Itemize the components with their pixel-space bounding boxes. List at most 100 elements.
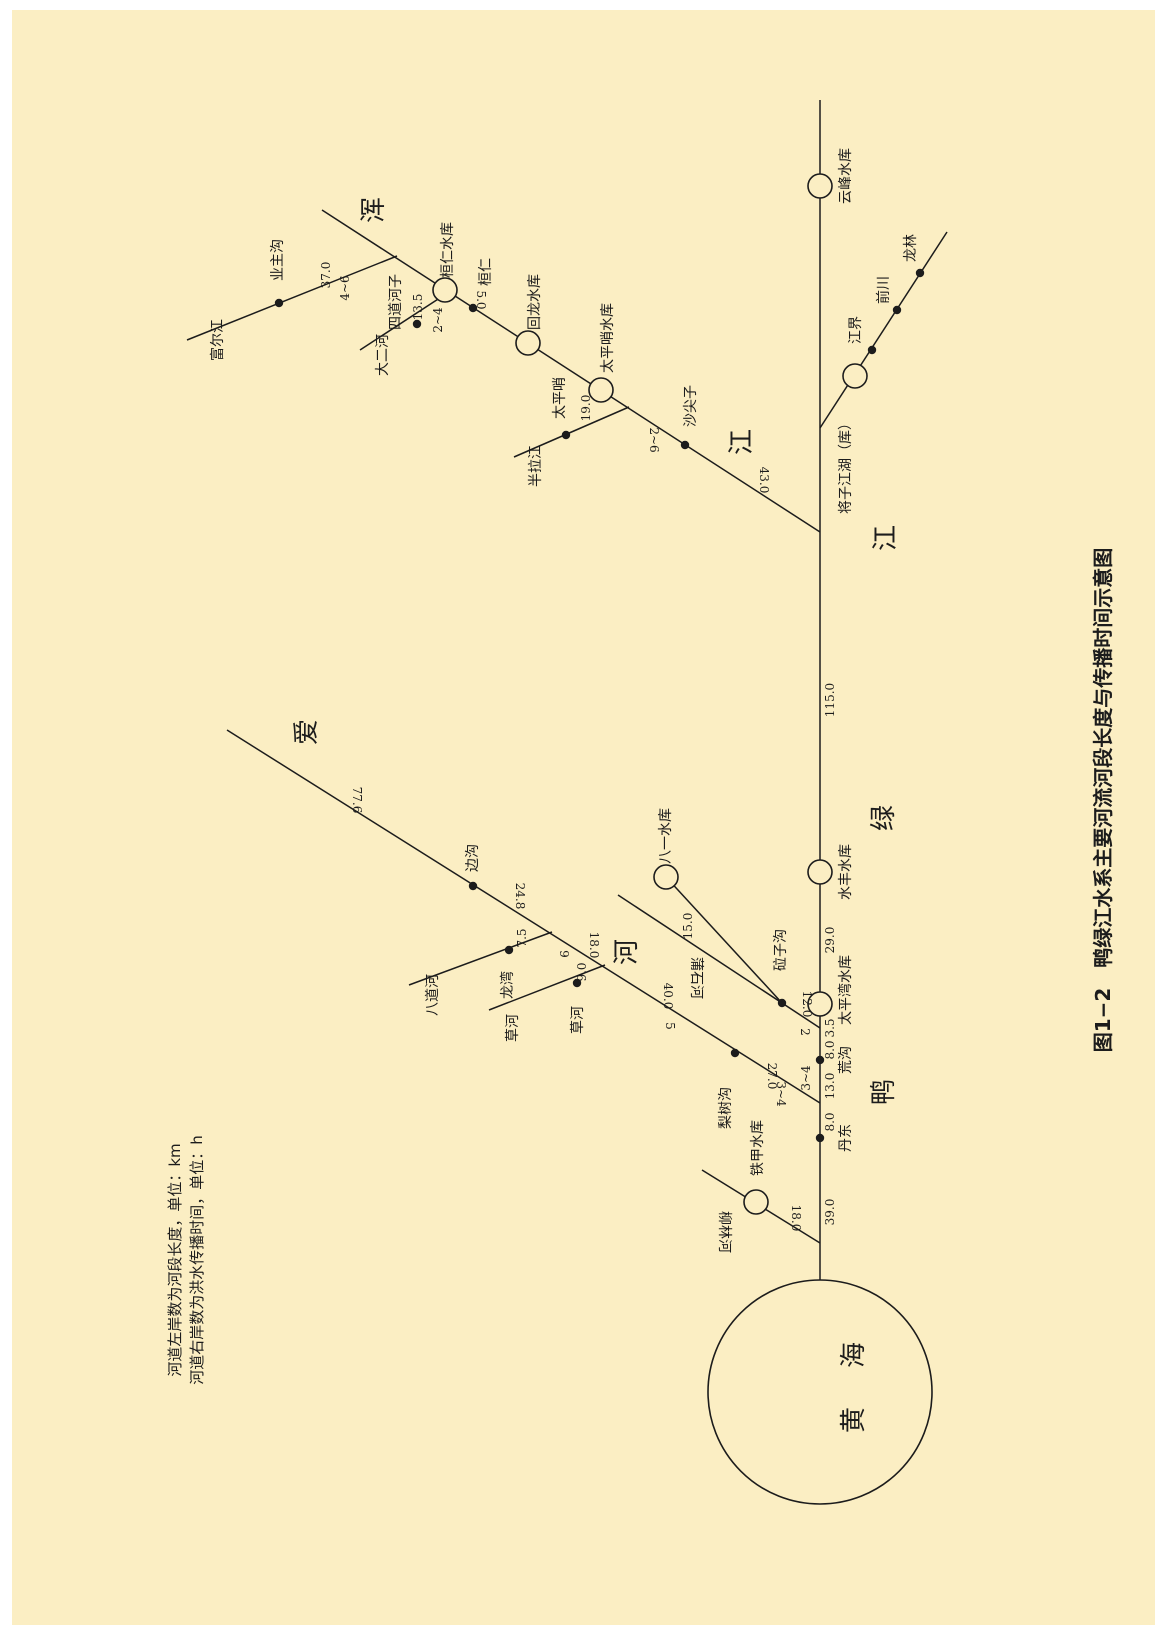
num-3-4-ai: 3~4 [774, 1081, 788, 1107]
label-qianchuan: 前川 [875, 276, 892, 304]
river-lines [186, 100, 948, 1505]
badao-river [408, 931, 553, 986]
num-19-0: 19.0 [579, 395, 593, 422]
qianchuan-station-2 [892, 305, 902, 315]
num-4-6: 4~6 [338, 275, 352, 300]
reservoirs [432, 173, 868, 1215]
dandong-station [815, 1133, 825, 1143]
label-taipingshao: 太平哨 [552, 377, 568, 419]
label-dandong: 丹东 [838, 1124, 854, 1152]
taipingshao-station [561, 430, 571, 440]
num-9: 9 [557, 950, 571, 958]
qianchuan-station [867, 345, 877, 355]
taipingshao-reservoir-circle [588, 377, 614, 403]
num-3-4-main: 3~4 [799, 1065, 813, 1091]
tiejia-reservoir-circle [743, 1189, 769, 1215]
label-taipingshao-reservoir: 太平哨水库 [600, 303, 616, 373]
label-tiejia: 铁甲水库 [750, 1120, 766, 1176]
label-longwan: 龙湾 [499, 971, 516, 999]
ai-char-2: 河 [612, 939, 642, 965]
label-caohe-station: 草河 [570, 1006, 586, 1034]
num-3-5: 3.5 [823, 1018, 837, 1037]
num-13-0: 13.0 [823, 1073, 837, 1100]
huilong-reservoir-circle [515, 330, 541, 356]
ai-char-1: 爱 [292, 719, 322, 745]
segment-numbers: 39.0 18.0 8.0 13.0 3~4 8.0 3.5 29.0 115.… [319, 262, 837, 1232]
taipingwan-reservoir-circle [807, 991, 833, 1017]
yunfeng-reservoir-circle [807, 173, 833, 199]
num-115-0: 115.0 [823, 683, 837, 717]
label-jiangzi: 将子江湖（库） [838, 416, 854, 514]
banla-river [513, 406, 630, 458]
huanren-station [468, 303, 478, 313]
num-7-5: 7.5 [515, 928, 529, 947]
num-13-5: 13.5 [411, 294, 425, 321]
label-banlajiang: 半拉江 [528, 445, 544, 487]
label-shajianzi: 沙尖子 [683, 385, 699, 427]
num-24-8: 24.8 [513, 883, 527, 910]
label-sidaohezi: 四道河子 [388, 274, 404, 330]
label-lishugou: 梨树沟 [718, 1087, 734, 1129]
label-taipingwan: 太平湾水库 [837, 955, 854, 1025]
place-labels: 丹东 荒沟 太平湾水库 水丰水库 将子江湖（库） 云峰水库 江界 前川 龙林 铁… [209, 148, 919, 1253]
sea-char-1: 黄 [839, 1407, 869, 1433]
hun-river [321, 209, 821, 533]
num-27-0: 27.0 [765, 1063, 779, 1090]
num-29-0: 29.0 [823, 927, 837, 954]
label-pushihe: 蒲石河 [688, 957, 704, 999]
num-2: 2 [798, 1028, 812, 1036]
major-labels: 黄 海 鸭 绿 江 爱 河 浑 江 [292, 197, 901, 1433]
num-77-6: 77.6 [350, 787, 364, 814]
sea-char-2: 海 [839, 1342, 869, 1368]
longlin-station [915, 268, 925, 278]
daer-river [359, 289, 453, 351]
num-40-0: 40.0 [661, 983, 675, 1010]
num-39-0: 39.0 [823, 1199, 837, 1226]
yezhugou-station [274, 298, 284, 308]
stations [274, 268, 925, 1143]
label-caohe-river: 草河 [505, 1014, 521, 1042]
lishugou-station [730, 1048, 740, 1058]
label-longlin: 龙林 [903, 234, 919, 262]
num-37-0: 37.0 [319, 262, 333, 289]
note-time: 河道右岸数为洪水传播时间，单位：h [188, 1135, 206, 1385]
label-shuifeng: 水丰水库 [838, 844, 854, 900]
fuer-river [186, 255, 398, 341]
yalu-char-3: 江 [871, 525, 901, 551]
label-puzigou: 砬子沟 [773, 929, 789, 971]
jiangzi-branch [819, 231, 948, 429]
num-9-0: 9.0 [575, 962, 589, 981]
river-schematic: 黄 海 鸭 绿 江 爱 河 浑 江 丹东 荒沟 太平湾水库 水丰水库 将子江湖（… [166, 100, 1115, 1505]
bayi-branch [665, 876, 783, 1004]
num-18-0-liulin: 18.0 [789, 1205, 803, 1232]
label-yezhugou: 业主沟 [270, 239, 286, 281]
figure-caption: 图1−2 鸭绿江水系主要河流河段长度与传播时间示意图 [1091, 548, 1115, 1053]
label-jiangjie: 江界 [848, 316, 864, 344]
num-8-0-dandong: 8.0 [823, 1112, 837, 1131]
num-12-0: 12.0 [800, 991, 814, 1018]
huanren-reservoir-circle [432, 277, 458, 303]
cao-river [488, 964, 606, 1011]
label-huilong: 回龙水库 [527, 274, 543, 330]
diagram-page: 黄 海 鸭 绿 江 爱 河 浑 江 丹东 荒沟 太平湾水库 水丰水库 将子江湖（… [12, 10, 1155, 1625]
label-yunfeng: 云峰水库 [838, 148, 854, 204]
label-daerhe: 大二河 [375, 334, 391, 376]
yalu-char-1: 鸭 [869, 1079, 899, 1105]
num-2-6: 2~6 [647, 427, 661, 452]
legend-notes: 河道左岸数为河段长度，单位：km 河道右岸数为洪水传播时间，单位：h [166, 1135, 206, 1385]
label-huanren: 桓仁 [478, 258, 494, 286]
label-fuerjiang: 富尔江 [209, 319, 226, 361]
num-5: 5 [663, 1022, 677, 1030]
label-biangou: 边沟 [465, 844, 481, 872]
biangou-station [468, 881, 478, 891]
ai-river [226, 729, 821, 1104]
huanggou-station [815, 1055, 825, 1065]
jiangjie-reservoir-circle [842, 363, 868, 389]
label-bayi: 八一水库 [658, 808, 674, 864]
yellow-sea-circle [707, 1279, 933, 1505]
label-badaohe: 八道河 [425, 974, 441, 1016]
num-2-4: 2~4 [431, 307, 445, 333]
num-15-0: 15.0 [681, 913, 695, 940]
hun-char-2: 江 [727, 429, 757, 455]
note-length: 河道左岸数为河段长度，单位：km [166, 1143, 184, 1376]
